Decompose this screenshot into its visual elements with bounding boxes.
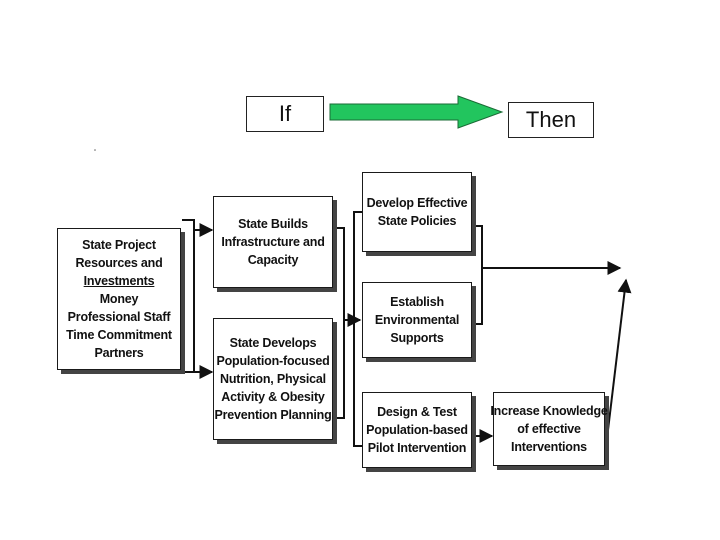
stray-dot	[94, 149, 96, 151]
supports-box: Establish Environmental Supports	[362, 282, 472, 358]
inputs-line-2: Resources and	[75, 256, 163, 270]
policies-box: Develop Effective State Policies	[362, 172, 472, 252]
inputs-line-5: Professional Staff	[67, 310, 171, 324]
planning-box: State Develops Population-focused Nutrit…	[213, 318, 333, 440]
supports-line-3: Supports	[390, 331, 444, 345]
capacity-bracket-connector	[336, 227, 345, 419]
policies-line-1: Develop Effective	[366, 196, 468, 210]
knowledge-line-3: Interventions	[511, 440, 587, 454]
then-label-box: Then	[508, 102, 594, 138]
if-label: If	[278, 101, 292, 126]
knowledge-line-1: Increase Knowledge	[490, 404, 608, 418]
planning-line-5: Prevention Planning	[214, 408, 332, 422]
column3-bracket-connector	[353, 211, 362, 447]
pilot-line-1: Design & Test	[377, 405, 457, 419]
planning-line-2: Population-focused	[216, 354, 330, 368]
inputs-bracket-connector	[182, 219, 195, 373]
pilot-box: Design & Test Population-based Pilot Int…	[362, 392, 472, 468]
planning-line-3: Nutrition, Physical	[220, 372, 326, 386]
inputs-line-1: State Project	[82, 238, 156, 252]
pilot-line-3: Pilot Intervention	[367, 441, 467, 455]
then-label: Then	[525, 107, 577, 132]
if-label-box: If	[246, 96, 324, 132]
infrastructure-box: State Builds Infrastructure and Capacity	[213, 196, 333, 288]
knowledge-box: Increase Knowledge of effective Interven…	[490, 392, 608, 466]
outcome-bracket-connector	[474, 225, 483, 325]
policies-line-2: State Policies	[377, 214, 457, 228]
knowledge-line-2: of effective	[517, 422, 581, 436]
supports-line-2: Environmental	[374, 313, 460, 327]
inputs-line-4: Money	[99, 292, 139, 306]
pilot-line-2: Population-based	[366, 423, 468, 437]
inputs-line-7: Partners	[94, 346, 144, 360]
supports-line-1: Establish	[390, 295, 444, 309]
infrastructure-line-3: Capacity	[247, 253, 299, 267]
inputs-line-3: Investments	[83, 274, 155, 288]
arrow-knowledge-to-outcome	[607, 278, 632, 431]
infrastructure-line-2: Infrastructure and	[221, 235, 325, 249]
inputs-box: State Project Resources and Investments …	[57, 228, 181, 370]
inputs-line-6: Time Commitment	[66, 328, 172, 342]
infrastructure-line-1: State Builds	[238, 217, 308, 231]
planning-line-1: State Develops	[229, 336, 317, 350]
if-then-arrow	[329, 95, 504, 129]
planning-line-4: Activity & Obesity	[221, 390, 325, 404]
